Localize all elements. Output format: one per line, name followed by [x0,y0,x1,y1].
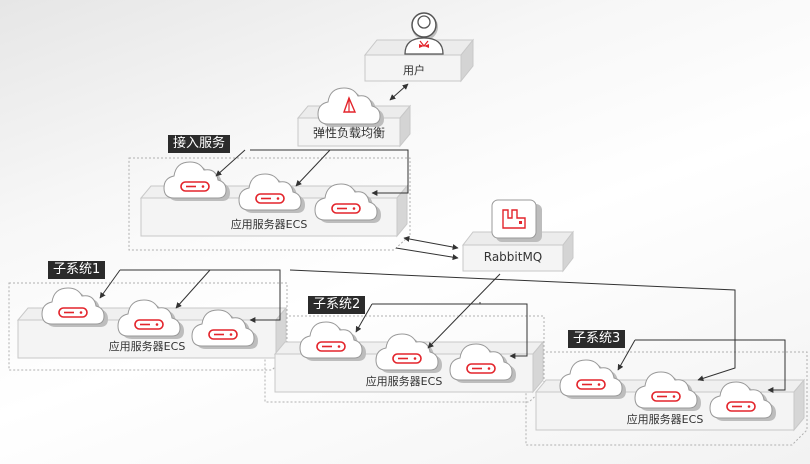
access-group-title: 接入服务 [168,135,231,153]
subsystem2-title: 子系统2 [308,296,366,314]
ecs-cloud-icon [634,371,702,412]
subsystem2-platform-label: 应用服务器ECS [365,375,443,388]
subsystem3-platform-label: 应用服务器ECS [626,413,704,426]
ecs-cloud-icon [375,333,443,374]
subsystem3-title: 子系统3 [568,330,626,348]
user-avatar-icon [404,12,444,55]
rabbitmq-label: RabbitMQ [483,250,543,264]
subsystem1-title: 子系统1 [48,261,106,279]
access-group-outline [128,157,411,251]
subsystem3-group-outline [525,351,808,446]
load-balancer-icon [317,87,384,127]
ecs-cloud-icon [41,287,109,328]
ecs-cloud-icon [117,299,185,340]
elb-label: 弹性负载均衡 [312,126,385,140]
rabbitmq-icon [491,199,542,242]
subsystem1-platform-label: 应用服务器ECS [108,340,186,353]
connectors [99,83,786,393]
rabbitmq-block [461,230,575,273]
ecs-cloud-icon [559,359,627,400]
user-block [363,38,475,83]
access-platform-label: 应用服务器ECS [230,218,308,231]
ecs-cloud-icon [163,161,231,202]
user-label: 用户 [403,64,425,77]
ecs-cloud-icon [238,173,306,214]
ecs-cloud-icon [299,321,367,362]
